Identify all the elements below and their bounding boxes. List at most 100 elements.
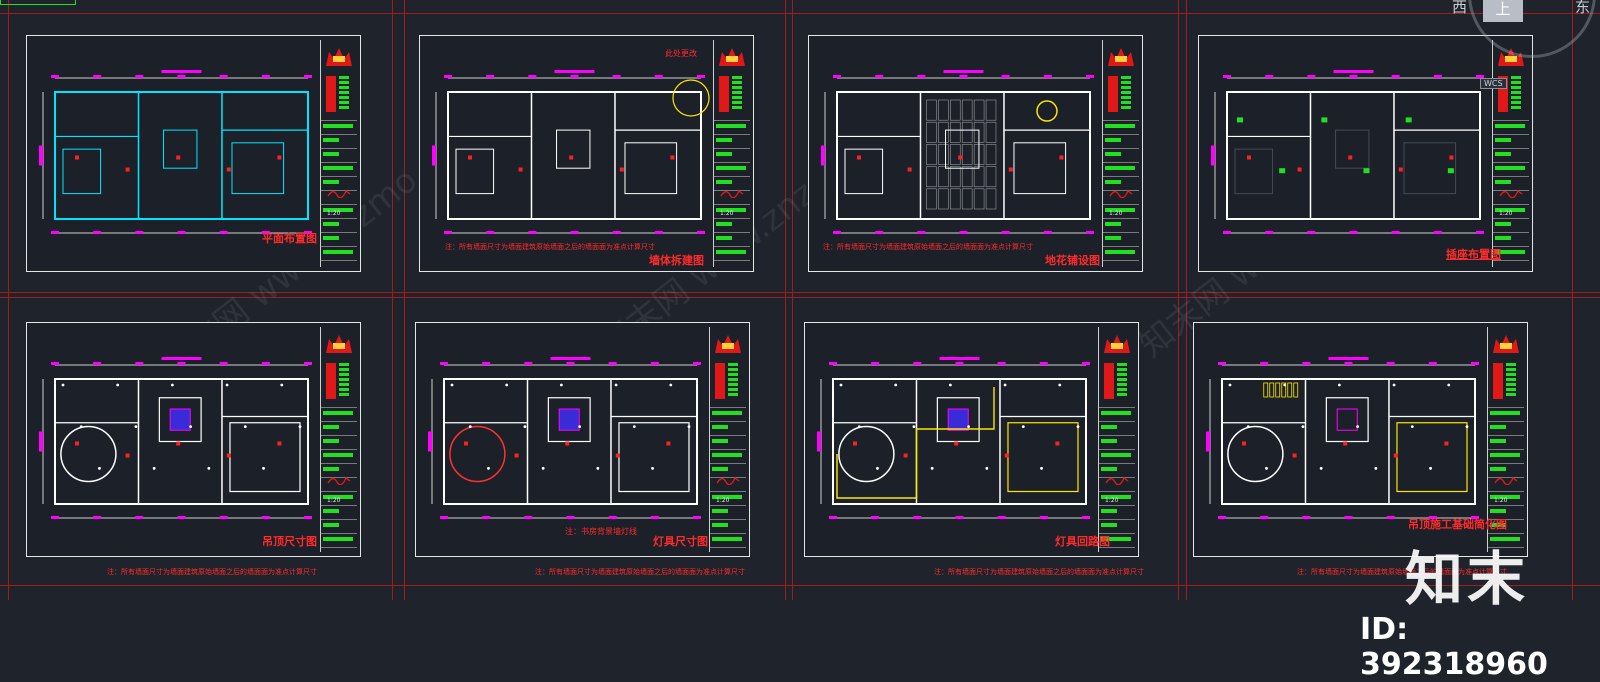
title-block-field	[1490, 411, 1520, 415]
drawing-sheet[interactable]: 1:20	[26, 35, 361, 272]
crown-logo-icon	[1104, 335, 1130, 353]
title-block-divider	[321, 120, 357, 121]
sheet-title: 灯具回路图	[1055, 535, 1110, 548]
drawing-sheet[interactable]: 1:20	[1198, 35, 1533, 272]
title-block-field	[732, 76, 742, 79]
title-block-field	[728, 393, 738, 396]
title-block-divider	[1493, 120, 1529, 121]
drawing-sheet[interactable]: 1:20	[1193, 322, 1528, 557]
title-block-field	[1121, 106, 1131, 109]
title-block-field	[1495, 250, 1525, 254]
title-block: 1:20	[1102, 40, 1139, 267]
sheet-title: 灯具尺寸图	[653, 535, 708, 548]
viewcube[interactable]: 西 上 东	[1450, 0, 1600, 46]
title-block-field	[339, 373, 349, 376]
title-block-field	[339, 378, 349, 381]
drawing-sheet[interactable]: 1:20	[419, 35, 754, 272]
crown-logo-icon	[1108, 48, 1134, 66]
title-block-stamp	[715, 363, 725, 399]
sheet-note: 注：所有墙面尺寸为墙面建筑原始墙面之后的墙面面为准点计算尺寸	[823, 243, 1033, 251]
title-block-divider	[1099, 463, 1135, 464]
scale-label: 1:20	[1499, 210, 1513, 217]
title-block-divider	[1103, 204, 1139, 205]
title-block-field	[339, 383, 349, 386]
title-block-field	[339, 393, 349, 396]
title-block-stamp	[1108, 76, 1118, 112]
title-block-divider	[1103, 120, 1139, 121]
frame-line	[8, 0, 9, 600]
title-block-field	[1506, 373, 1516, 376]
title-block-divider	[321, 190, 357, 191]
title-block-field	[1495, 180, 1511, 184]
wcs-menu[interactable]: WCS	[1480, 78, 1507, 89]
title-block-field	[1490, 509, 1506, 513]
title-block-divider	[321, 162, 357, 163]
title-block-field	[712, 425, 728, 429]
title-block-divider	[710, 547, 746, 548]
title-block-field	[716, 180, 732, 184]
frame-line	[1186, 0, 1187, 600]
title-block-field	[323, 523, 339, 527]
title-block-divider	[710, 463, 746, 464]
title-block-field	[1506, 388, 1516, 391]
title-block-divider	[714, 176, 750, 177]
title-block-divider	[1103, 162, 1139, 163]
title-block-divider	[321, 407, 357, 408]
sheet-title: 吊顶尺寸图	[262, 535, 317, 548]
title-block-field	[1101, 509, 1117, 513]
title-block-field	[1105, 250, 1135, 254]
title-block-field	[1511, 106, 1521, 109]
title-block-field	[1121, 76, 1131, 79]
center-note: 注：书房背景墙灯线	[565, 527, 637, 536]
crown-logo-icon	[326, 335, 352, 353]
title-block-divider	[714, 134, 750, 135]
drawing-sheet[interactable]: 1:20	[415, 322, 750, 557]
title-block-divider	[1493, 232, 1529, 233]
selection-marker	[0, 0, 76, 5]
title-block-divider	[1493, 260, 1529, 261]
title-block-divider	[321, 246, 357, 247]
callout-text: 此处更改	[665, 49, 697, 58]
drawing-sheet[interactable]: 1:20	[26, 322, 361, 557]
title-block-divider	[1488, 421, 1524, 422]
title-block-field	[1490, 467, 1506, 471]
title-block-divider	[1488, 505, 1524, 506]
title-block-divider	[714, 190, 750, 191]
frame-line	[792, 0, 793, 600]
title-block-divider	[1493, 148, 1529, 149]
title-block-divider	[1099, 421, 1135, 422]
title-block-field	[1506, 383, 1516, 386]
title-block-divider	[1488, 449, 1524, 450]
viewcube-top-face[interactable]: 上	[1483, 0, 1523, 22]
signature-mark	[1499, 189, 1523, 198]
title-block-divider	[321, 204, 357, 205]
title-block-divider	[710, 477, 746, 478]
frame-line	[1572, 0, 1573, 600]
signature-mark	[720, 189, 744, 198]
title-block-field	[323, 208, 353, 212]
sheet-note: 注：所有墙面尺寸为墙面建筑原始墙面之后的墙面面为准点计算尺寸	[1297, 568, 1507, 576]
title-block-field	[732, 81, 742, 84]
viewcube-east-label[interactable]: 东	[1575, 0, 1591, 16]
drawing-sheet[interactable]: 1:20	[808, 35, 1143, 272]
title-block-divider	[321, 176, 357, 177]
scale-label: 1:20	[720, 210, 734, 217]
title-block-field	[323, 509, 339, 513]
title-block-field	[1101, 425, 1117, 429]
scale-label: 1:20	[716, 497, 730, 504]
title-block-divider	[321, 218, 357, 219]
drawing-sheet[interactable]: 1:20	[804, 322, 1139, 557]
title-block-divider	[321, 491, 357, 492]
title-block-field	[728, 363, 738, 366]
viewcube-west-label[interactable]: 西	[1452, 0, 1468, 16]
crown-logo-icon	[715, 335, 741, 353]
title-block-field	[1495, 138, 1511, 142]
frame-line	[404, 0, 405, 600]
title-block-divider	[1103, 190, 1139, 191]
title-block-divider	[1099, 477, 1135, 478]
title-block-field	[339, 363, 349, 366]
title-block-field	[1495, 124, 1525, 128]
title-block-divider	[1493, 134, 1529, 135]
title-block-field	[1490, 523, 1506, 527]
title-block-field	[1495, 208, 1525, 212]
